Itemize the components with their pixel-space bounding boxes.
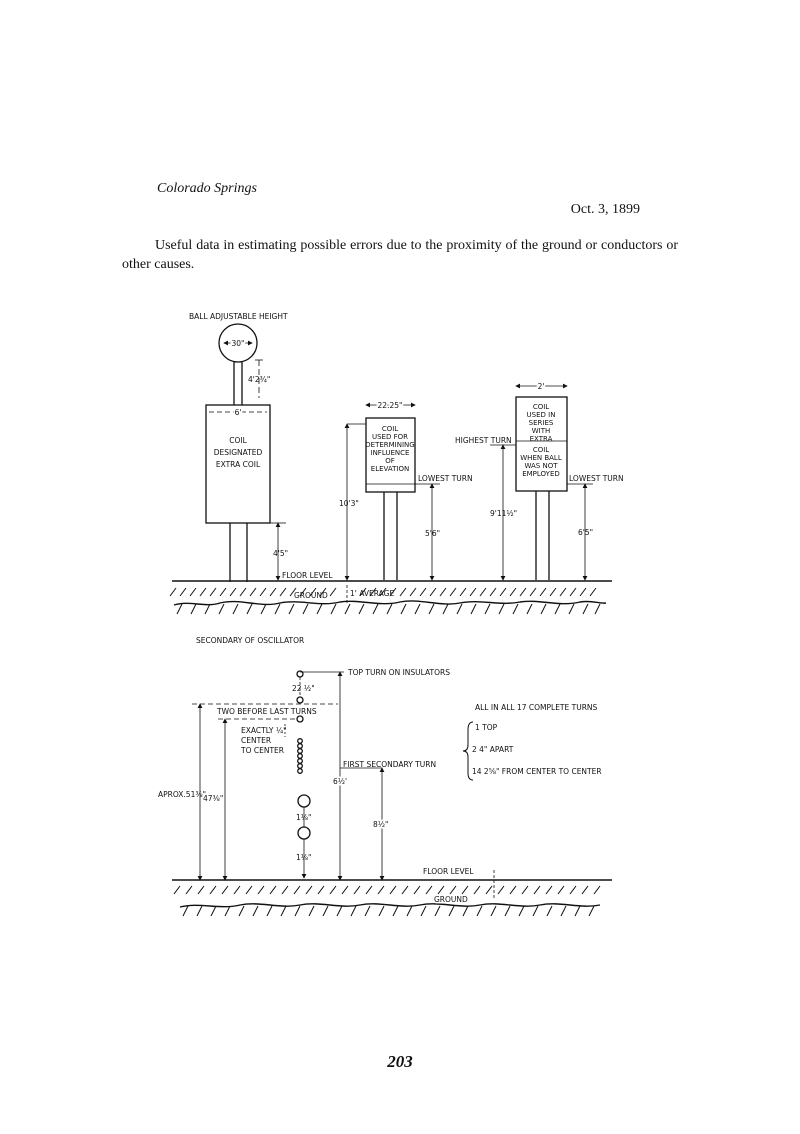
coil-mid-line-4: INFLUENCE [371,449,410,457]
coil-right-bottom-line-1: COIL [533,446,549,454]
lower-ball-2 [297,826,311,840]
coil-right-top-line-4: WITH [532,427,551,435]
coil-left-line-1: COIL [229,436,247,445]
coil-right-top-line-3: SERIES [529,419,554,427]
notes-line-2: 1 TOP [475,723,498,732]
floor-level-label-2: FLOOR LEVEL [423,867,474,876]
ground-label: GROUND [294,591,328,600]
elevation-coil-box [365,417,416,493]
floor-hatching-2 [173,885,601,895]
exactly-label: EXACTLY ¼" [241,726,287,735]
ball-shape [218,323,258,363]
extra-coil-box [205,404,271,524]
page-number: 203 [387,1052,413,1071]
notes-brace [462,721,474,781]
gap-1-label: 1⅛" [296,813,312,822]
coil-right-bottom-line-3: WAS NOT [524,462,558,470]
secondary-title: SECONDARY OF OSCILLATOR [196,636,304,645]
coil-leg-height-label: 4'5" [273,549,288,558]
coil-mid-line-1: COIL [382,425,398,433]
lowest-turn-mid-label: LOWEST TURN [418,474,473,483]
coil-right-bottom-line-4: EMPLOYED [522,470,560,478]
highest-turn-label: HIGHEST TURN [455,436,512,445]
two-before-last-label: TWO BEFORE LAST TURNS [216,707,317,716]
coil-width-label: 6' [235,408,242,417]
ground-label-2: GROUND [434,895,468,904]
series-coil-box [515,396,568,492]
to-center-label: TO CENTER [240,746,284,755]
ground-line [173,600,607,606]
coil-mid-line-6: ELEVATION [371,465,409,473]
place-heading: Colorado Springs [157,181,257,196]
coil-right-top-line-2: USED IN [527,411,556,419]
coil-mid-line-3: DETERMINING [365,441,414,449]
intro-paragraph: Useful data in estimating possible error… [122,238,678,272]
ball-gap-label: 4'2¾" [248,375,270,384]
approx-label: APROX.51⅜" [158,790,206,799]
notes-line-1: ALL IN ALL 17 COMPLETE TURNS [475,703,598,712]
coil-mid-line-2: USED FOR [372,433,408,441]
height-6-label: 6½' [333,777,347,786]
height-47-label: 47⅜" [203,794,223,803]
coil-left-line-2: DESIGNATED [214,448,263,457]
mid-height-label: 5'6" [425,529,440,538]
top-turn-label: TOP TURN ON INSULATORS [347,668,450,677]
ball-diameter-label: 30" [232,339,245,348]
turn-3 [296,715,304,723]
ground-hatching [176,603,601,615]
turn-2 [296,696,304,704]
right-lowest-height-label: 6'5" [578,528,593,537]
coil-turn-stack [297,738,303,774]
gap-2-label: 1⅛" [296,853,312,862]
coil-mid-line-5: OF [385,457,395,465]
lower-ball-1 [297,794,311,808]
ground-hatching-2 [182,905,595,917]
coil-right-top-line-1: COIL [533,403,549,411]
notes-line-3: 2 4" APART [472,745,514,754]
ground-line-2 [179,903,601,908]
right-highest-height-label: 9'11½" [490,509,517,518]
date-heading: Oct. 3, 1899 [570,202,640,217]
floor-level-label: FLOOR LEVEL [282,571,333,580]
first-secondary-turn-label: FIRST SECONDARY TURN [343,760,436,769]
average-label: 1' AVERAGE [350,589,394,598]
floor-hatching [169,587,597,597]
lowest-turn-right-label: LOWEST TURN [569,474,624,483]
total-height-label: 10'3" [339,499,359,508]
gap-top-label: 22 ½" [292,684,315,693]
coil-left-line-3: EXTRA COIL [216,460,261,469]
notes-line-4: 14 2⅝" FROM CENTER TO CENTER [472,767,602,776]
center-label: CENTER [241,736,271,745]
height-8-label: 8½" [373,820,389,829]
coil-right-top-line-5: EXTRA [530,435,553,443]
mid-width-label: 22.25" [378,401,403,410]
ball-adjustable-label: BALL ADJUSTABLE HEIGHT [189,312,288,321]
right-width-label: 2' [538,382,545,391]
coil-right-bottom-line-2: WHEN BALL [520,454,562,462]
